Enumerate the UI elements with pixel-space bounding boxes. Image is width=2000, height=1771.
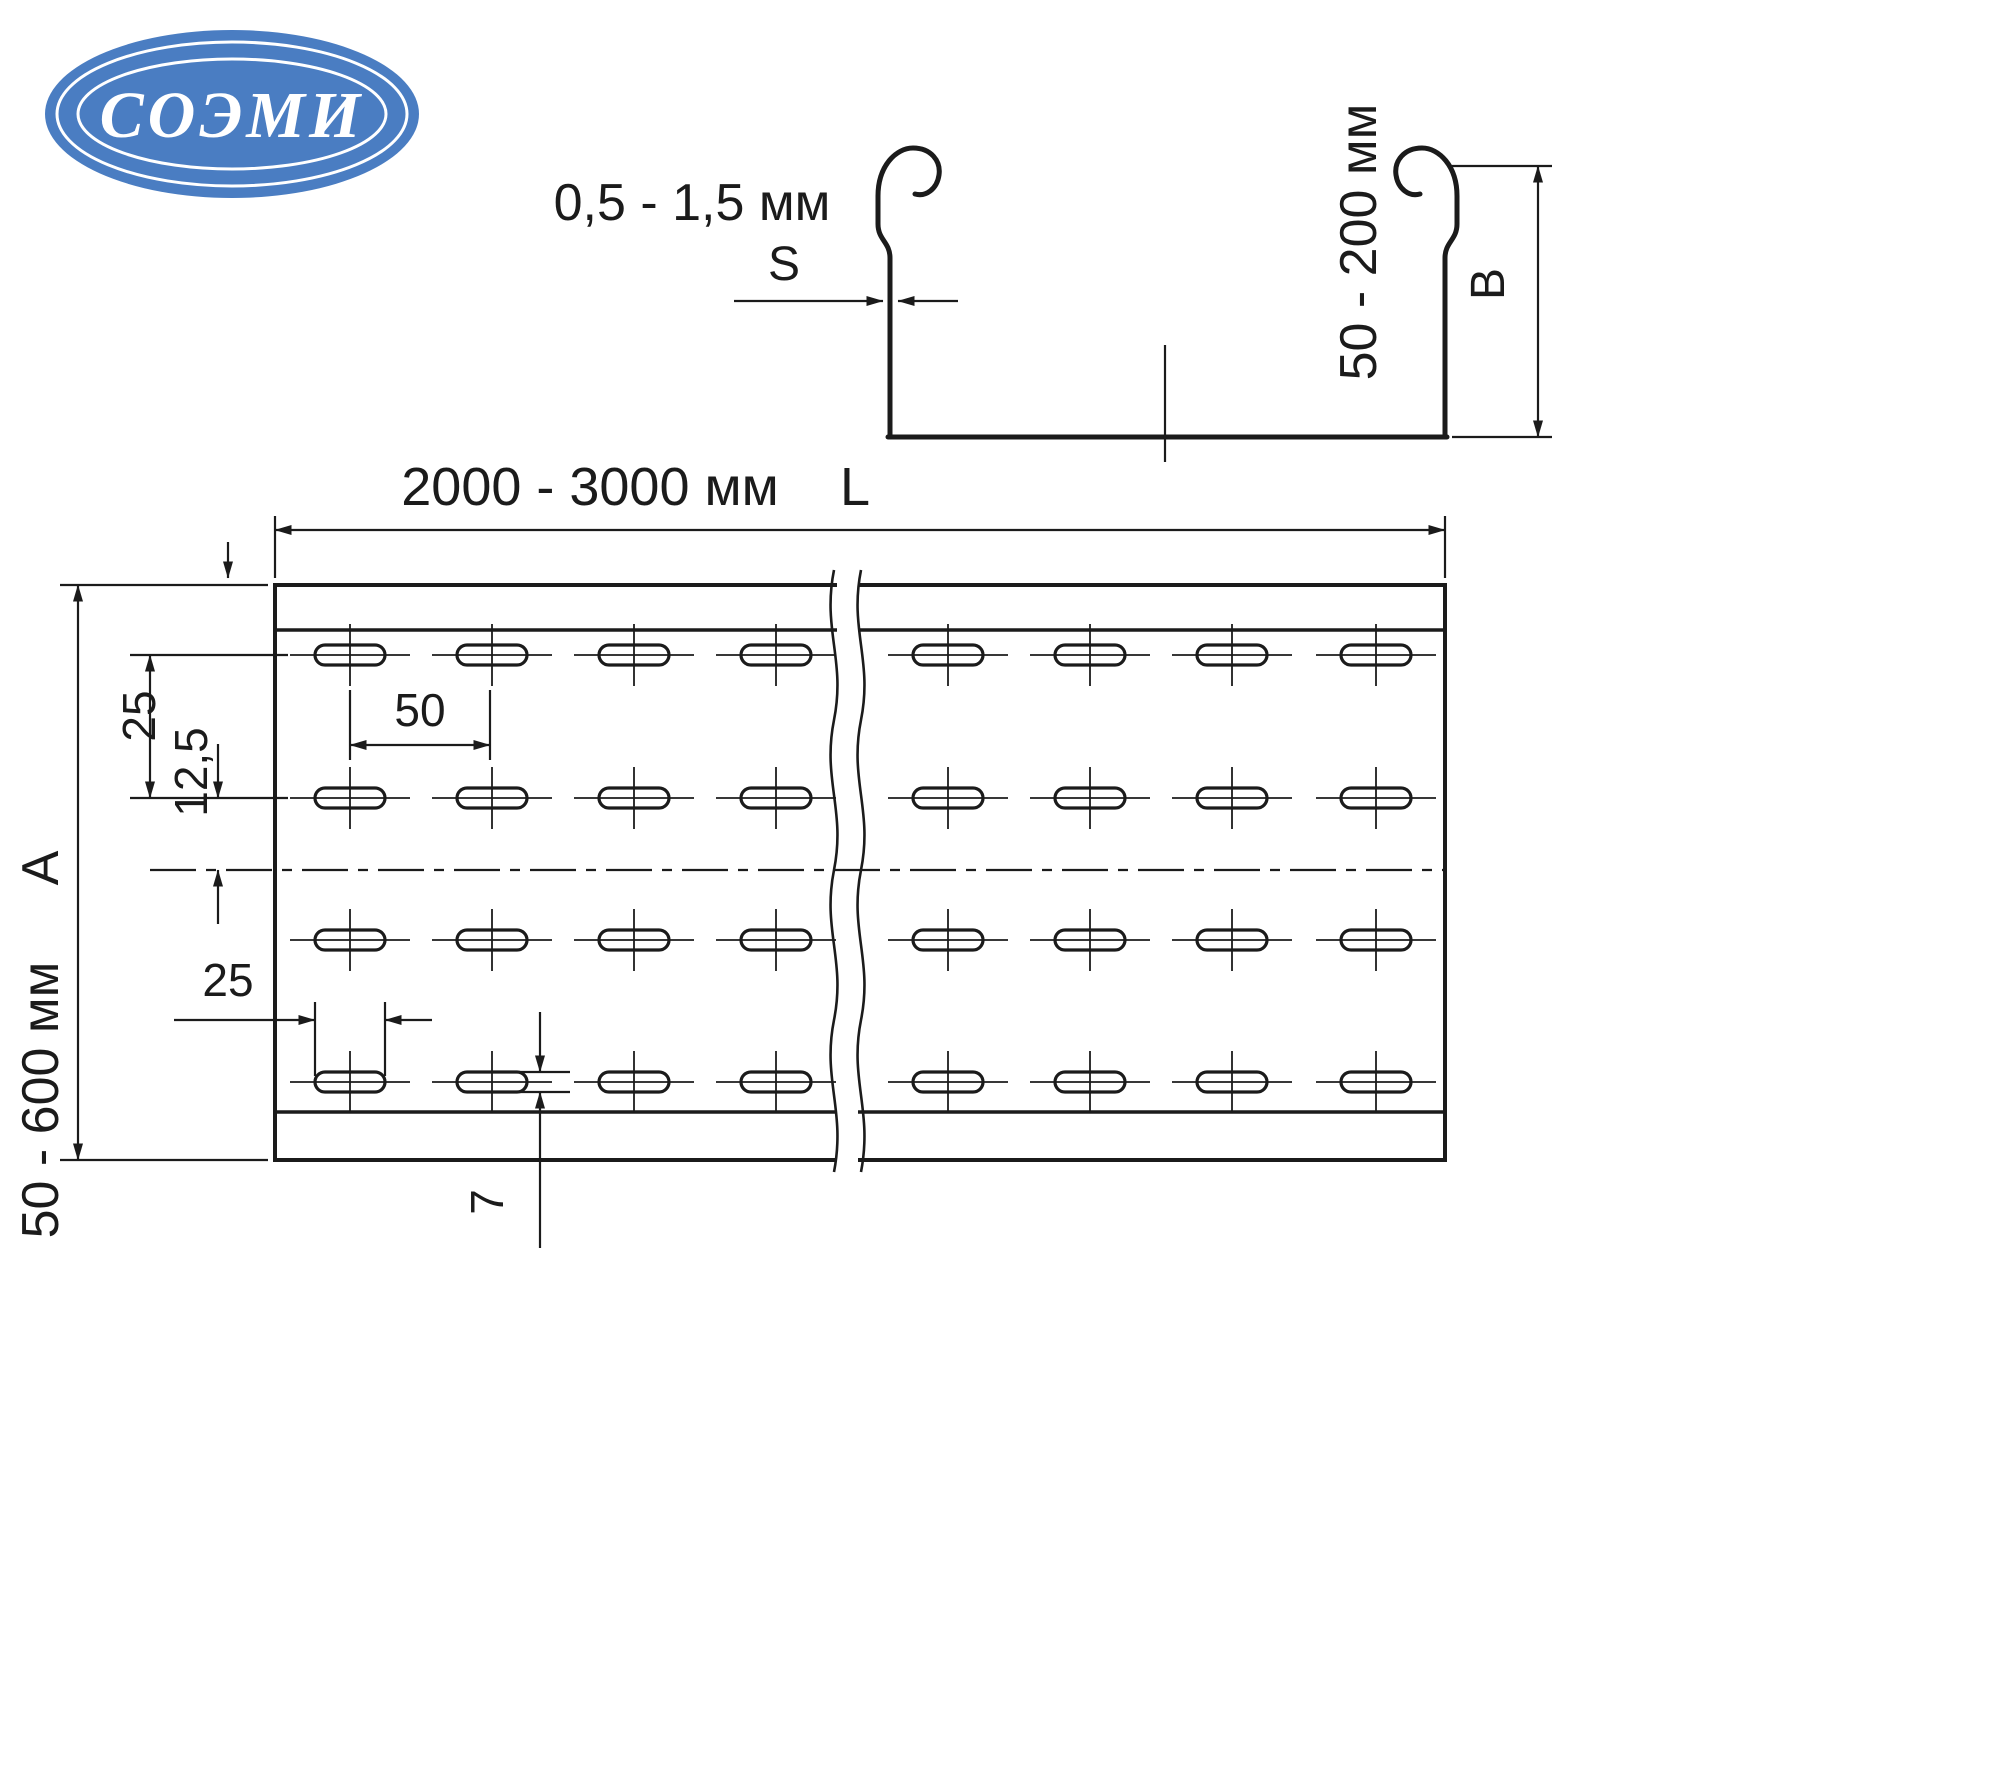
profile-right-wall-hook bbox=[1393, 145, 1460, 440]
slot-width-dimension: 7 bbox=[461, 1012, 570, 1248]
slot-hole bbox=[1316, 624, 1436, 686]
slot-hole bbox=[1030, 1051, 1150, 1113]
slot-hole bbox=[432, 1051, 552, 1113]
length-dimension: 2000 - 3000 мм L bbox=[223, 457, 1447, 579]
slot-hole bbox=[574, 767, 694, 829]
slot-hole bbox=[1030, 624, 1150, 686]
width-symbol-label: A bbox=[12, 850, 70, 885]
slot-pitch-dimension: 50 bbox=[348, 684, 492, 760]
slot-hole bbox=[290, 624, 410, 686]
slot-grid bbox=[290, 624, 1436, 1113]
row-spacing-label: 25 bbox=[113, 690, 165, 741]
slot-hole bbox=[432, 624, 552, 686]
logo-inner-ring bbox=[76, 57, 388, 171]
slot-hole bbox=[574, 624, 694, 686]
thickness-range-label: 0,5 - 1,5 мм bbox=[554, 174, 831, 232]
slot-hole bbox=[716, 1051, 836, 1113]
slot-hole bbox=[716, 767, 836, 829]
logo-ellipse bbox=[45, 30, 419, 198]
profile-left-wall-hook bbox=[875, 145, 942, 440]
logo-text: СОЭМИ bbox=[100, 79, 365, 152]
slot-length-dimension: 25 bbox=[174, 954, 432, 1076]
slot-hole bbox=[1316, 1051, 1436, 1113]
thickness-dimension: 0,5 - 1,5 мм S bbox=[554, 174, 958, 306]
slot-hole bbox=[290, 1051, 410, 1113]
slot-hole bbox=[1172, 909, 1292, 971]
slot-hole bbox=[888, 1051, 1008, 1113]
slot-hole bbox=[716, 624, 836, 686]
slot-width-label: 7 bbox=[461, 1189, 513, 1215]
slot-hole bbox=[888, 624, 1008, 686]
length-symbol-label: L bbox=[840, 457, 870, 517]
plan-view: 2000 - 3000 мм L 50 - 600 мм A 25 12,5 bbox=[12, 457, 1447, 1248]
slot-hole bbox=[1172, 767, 1292, 829]
slot-hole bbox=[574, 1051, 694, 1113]
slot-hole bbox=[1030, 909, 1150, 971]
logo: СОЭМИ bbox=[45, 30, 419, 198]
slot-pitch-label: 50 bbox=[394, 684, 445, 736]
slot-hole bbox=[290, 767, 410, 829]
width-dimension: 50 - 600 мм A bbox=[12, 583, 268, 1239]
slot-hole bbox=[432, 767, 552, 829]
slot-hole bbox=[1316, 767, 1436, 829]
slot-length-label: 25 bbox=[202, 954, 253, 1006]
thickness-symbol-label: S bbox=[768, 238, 800, 291]
slot-hole bbox=[716, 909, 836, 971]
slot-hole bbox=[1172, 624, 1292, 686]
width-range-label: 50 - 600 мм bbox=[12, 962, 70, 1239]
slot-hole bbox=[432, 909, 552, 971]
row-offset-label: 12,5 bbox=[165, 727, 217, 817]
slot-hole bbox=[888, 767, 1008, 829]
profile-section-view: 0,5 - 1,5 мм S 50 - 200 мм B bbox=[554, 104, 1552, 462]
slot-hole bbox=[290, 909, 410, 971]
slot-hole bbox=[1316, 909, 1436, 971]
height-range-label: 50 - 200 мм bbox=[1330, 104, 1388, 381]
logo-outer-ring bbox=[55, 40, 409, 188]
slot-hole bbox=[1030, 767, 1150, 829]
slot-hole bbox=[1172, 1051, 1292, 1113]
row-offset-dimension: 12,5 bbox=[165, 727, 223, 924]
height-symbol-label: B bbox=[1462, 268, 1515, 300]
slot-hole bbox=[574, 909, 694, 971]
row-spacing-dimension: 25 bbox=[113, 653, 288, 800]
slot-hole bbox=[888, 909, 1008, 971]
length-range-label: 2000 - 3000 мм bbox=[401, 457, 779, 517]
height-dimension: 50 - 200 мм B bbox=[1330, 104, 1552, 439]
